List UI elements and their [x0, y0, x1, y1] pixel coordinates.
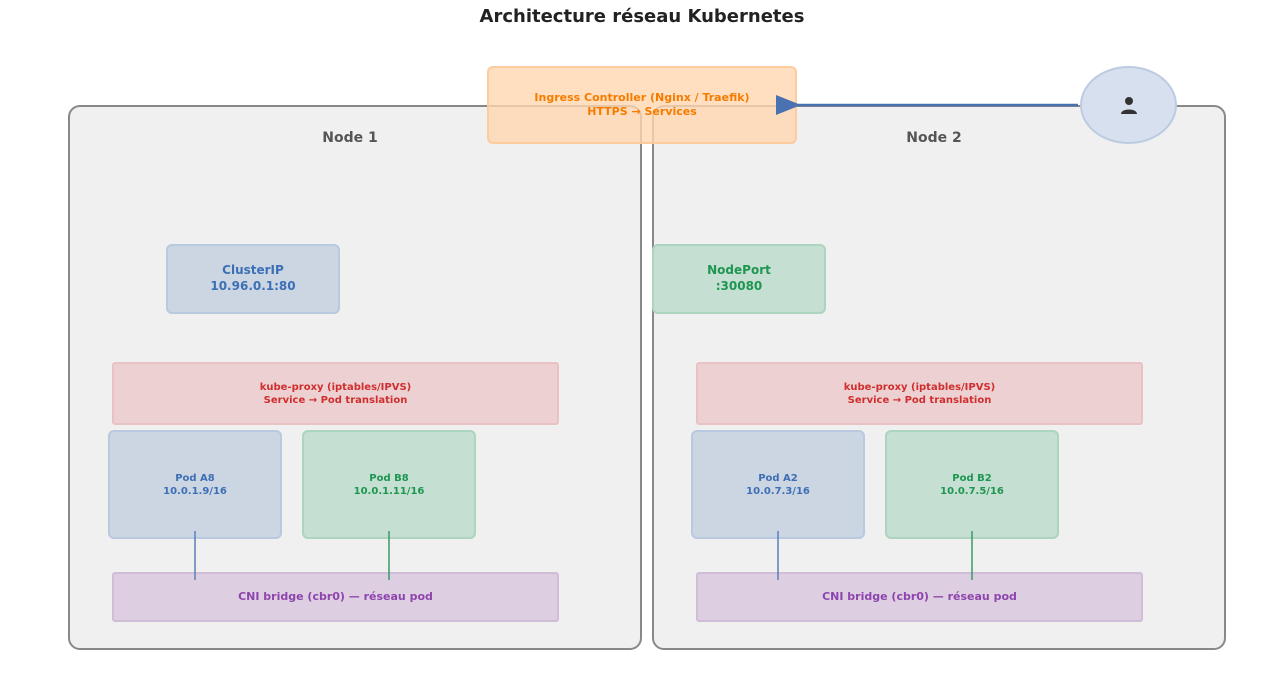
pod-ip: 10.0.7.5/16 [940, 485, 1004, 497]
clusterip-service: ClusterIP 10.96.0.1:80 [166, 244, 340, 314]
user-icon [1080, 66, 1177, 144]
node-2-cni-bridge: CNI bridge (cbr0) — réseau pod [696, 572, 1143, 622]
node-2-kube-proxy: kube-proxy (iptables/IPVS) Service → Pod… [696, 362, 1143, 425]
pod-a8: Pod A8 10.0.1.9/16 [108, 430, 282, 539]
diagram-title: Architecture réseau Kubernetes [479, 6, 805, 27]
node-2-title: Node 2 [906, 130, 962, 146]
ingress-sublabel: HTTPS → Services [587, 105, 697, 118]
kube-proxy-label: kube-proxy (iptables/IPVS) [843, 381, 996, 393]
nodeport-service: NodePort :30080 [652, 244, 826, 314]
service-detail: 10.96.0.1:80 [210, 279, 296, 293]
node-1-cni-bridge: CNI bridge (cbr0) — réseau pod [112, 572, 559, 622]
pod-a2: Pod A2 10.0.7.3/16 [691, 430, 865, 539]
pod-ip: 10.0.1.9/16 [163, 485, 227, 497]
pod-name: Pod A8 [175, 472, 215, 484]
service-name: ClusterIP [222, 263, 284, 278]
pod-name: Pod B8 [369, 472, 409, 484]
service-name: NodePort [707, 263, 771, 278]
node-1-kube-proxy: kube-proxy (iptables/IPVS) Service → Pod… [112, 362, 559, 425]
pod-name: Pod B2 [952, 472, 992, 484]
kube-proxy-sublabel: Service → Pod translation [263, 394, 408, 406]
node-1-title: Node 1 [322, 130, 378, 146]
pod-b8: Pod B8 10.0.1.11/16 [302, 430, 476, 539]
ingress-label: Ingress Controller (Nginx / Traefik) [534, 90, 750, 104]
pod-name: Pod A2 [758, 472, 798, 484]
pod-ip: 10.0.7.3/16 [746, 485, 810, 497]
pod-ip: 10.0.1.11/16 [353, 485, 425, 497]
kube-proxy-label: kube-proxy (iptables/IPVS) [259, 381, 412, 393]
service-detail: :30080 [715, 279, 763, 293]
pod-b2: Pod B2 10.0.7.5/16 [885, 430, 1059, 539]
kube-proxy-sublabel: Service → Pod translation [847, 394, 992, 406]
person-icon [1120, 97, 1137, 114]
